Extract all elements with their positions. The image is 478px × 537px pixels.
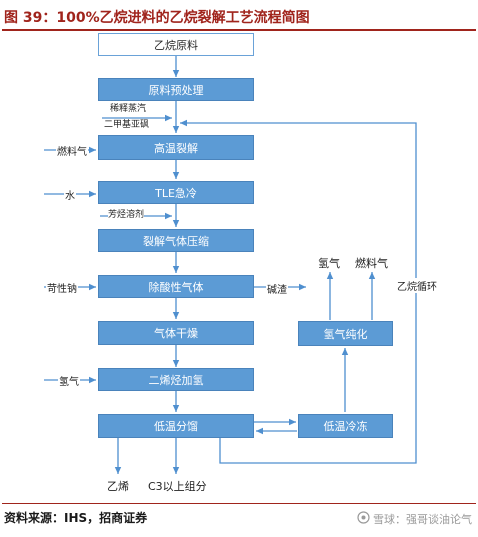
water-input-label: 水 — [64, 187, 76, 202]
dilution-steam-label: 稀释蒸汽 — [110, 104, 147, 114]
ethane-recycle-label: 乙烷循环 — [396, 278, 438, 293]
pyrolysis-box: 高温裂解 — [98, 135, 254, 160]
dmds-label: 二甲基亚砜 — [104, 120, 150, 130]
gas-drying-box: 气体干燥 — [98, 321, 254, 345]
diene-hydrogenation-box: 二烯烃加氢 — [98, 368, 254, 391]
hydrogen-input-label: 氢气 — [58, 373, 80, 388]
title-rule — [2, 29, 476, 31]
hydrogen-purification-box: 氢气纯化 — [298, 321, 393, 346]
low-temp-fractionation-box: 低温分馏 — [98, 414, 254, 438]
feed-pretreatment-box: 原料预处理 — [98, 78, 254, 101]
hydrogen-output-label: 氢气 — [318, 257, 340, 270]
snowball-logo-icon — [357, 511, 370, 527]
caustic-input-label: 苛性钠 — [46, 280, 78, 295]
source-note: 资料来源：IHS，招商证券 — [4, 511, 148, 525]
ethylene-output-label: 乙烯 — [107, 480, 129, 493]
cryogenic-box: 低温冷冻 — [298, 414, 393, 438]
fuel-gas-input-label: 燃料气 — [56, 143, 88, 158]
acid-gas-removal-box: 除酸性气体 — [98, 275, 254, 298]
fuel-gas-output-label: 燃料气 — [355, 257, 388, 270]
footer-rule — [2, 503, 476, 504]
aromatic-solvent-label: 芳烃溶剂 — [108, 210, 145, 221]
watermark-text: 雪球：强哥谈油论气 — [373, 513, 472, 526]
spent-caustic-label: 碱渣 — [266, 281, 288, 296]
c3-plus-output-label: C3以上组分 — [148, 480, 207, 493]
cracked-gas-compression-box: 裂解气体压缩 — [98, 229, 254, 252]
tle-quench-box: TLE急冷 — [98, 181, 254, 204]
watermark: 雪球：强哥谈油论气 — [357, 511, 472, 527]
ethane-feed-box: 乙烷原料 — [98, 33, 254, 56]
figure-title: 图 39：100%乙烷进料的乙烷裂解工艺流程简图 — [4, 10, 310, 26]
